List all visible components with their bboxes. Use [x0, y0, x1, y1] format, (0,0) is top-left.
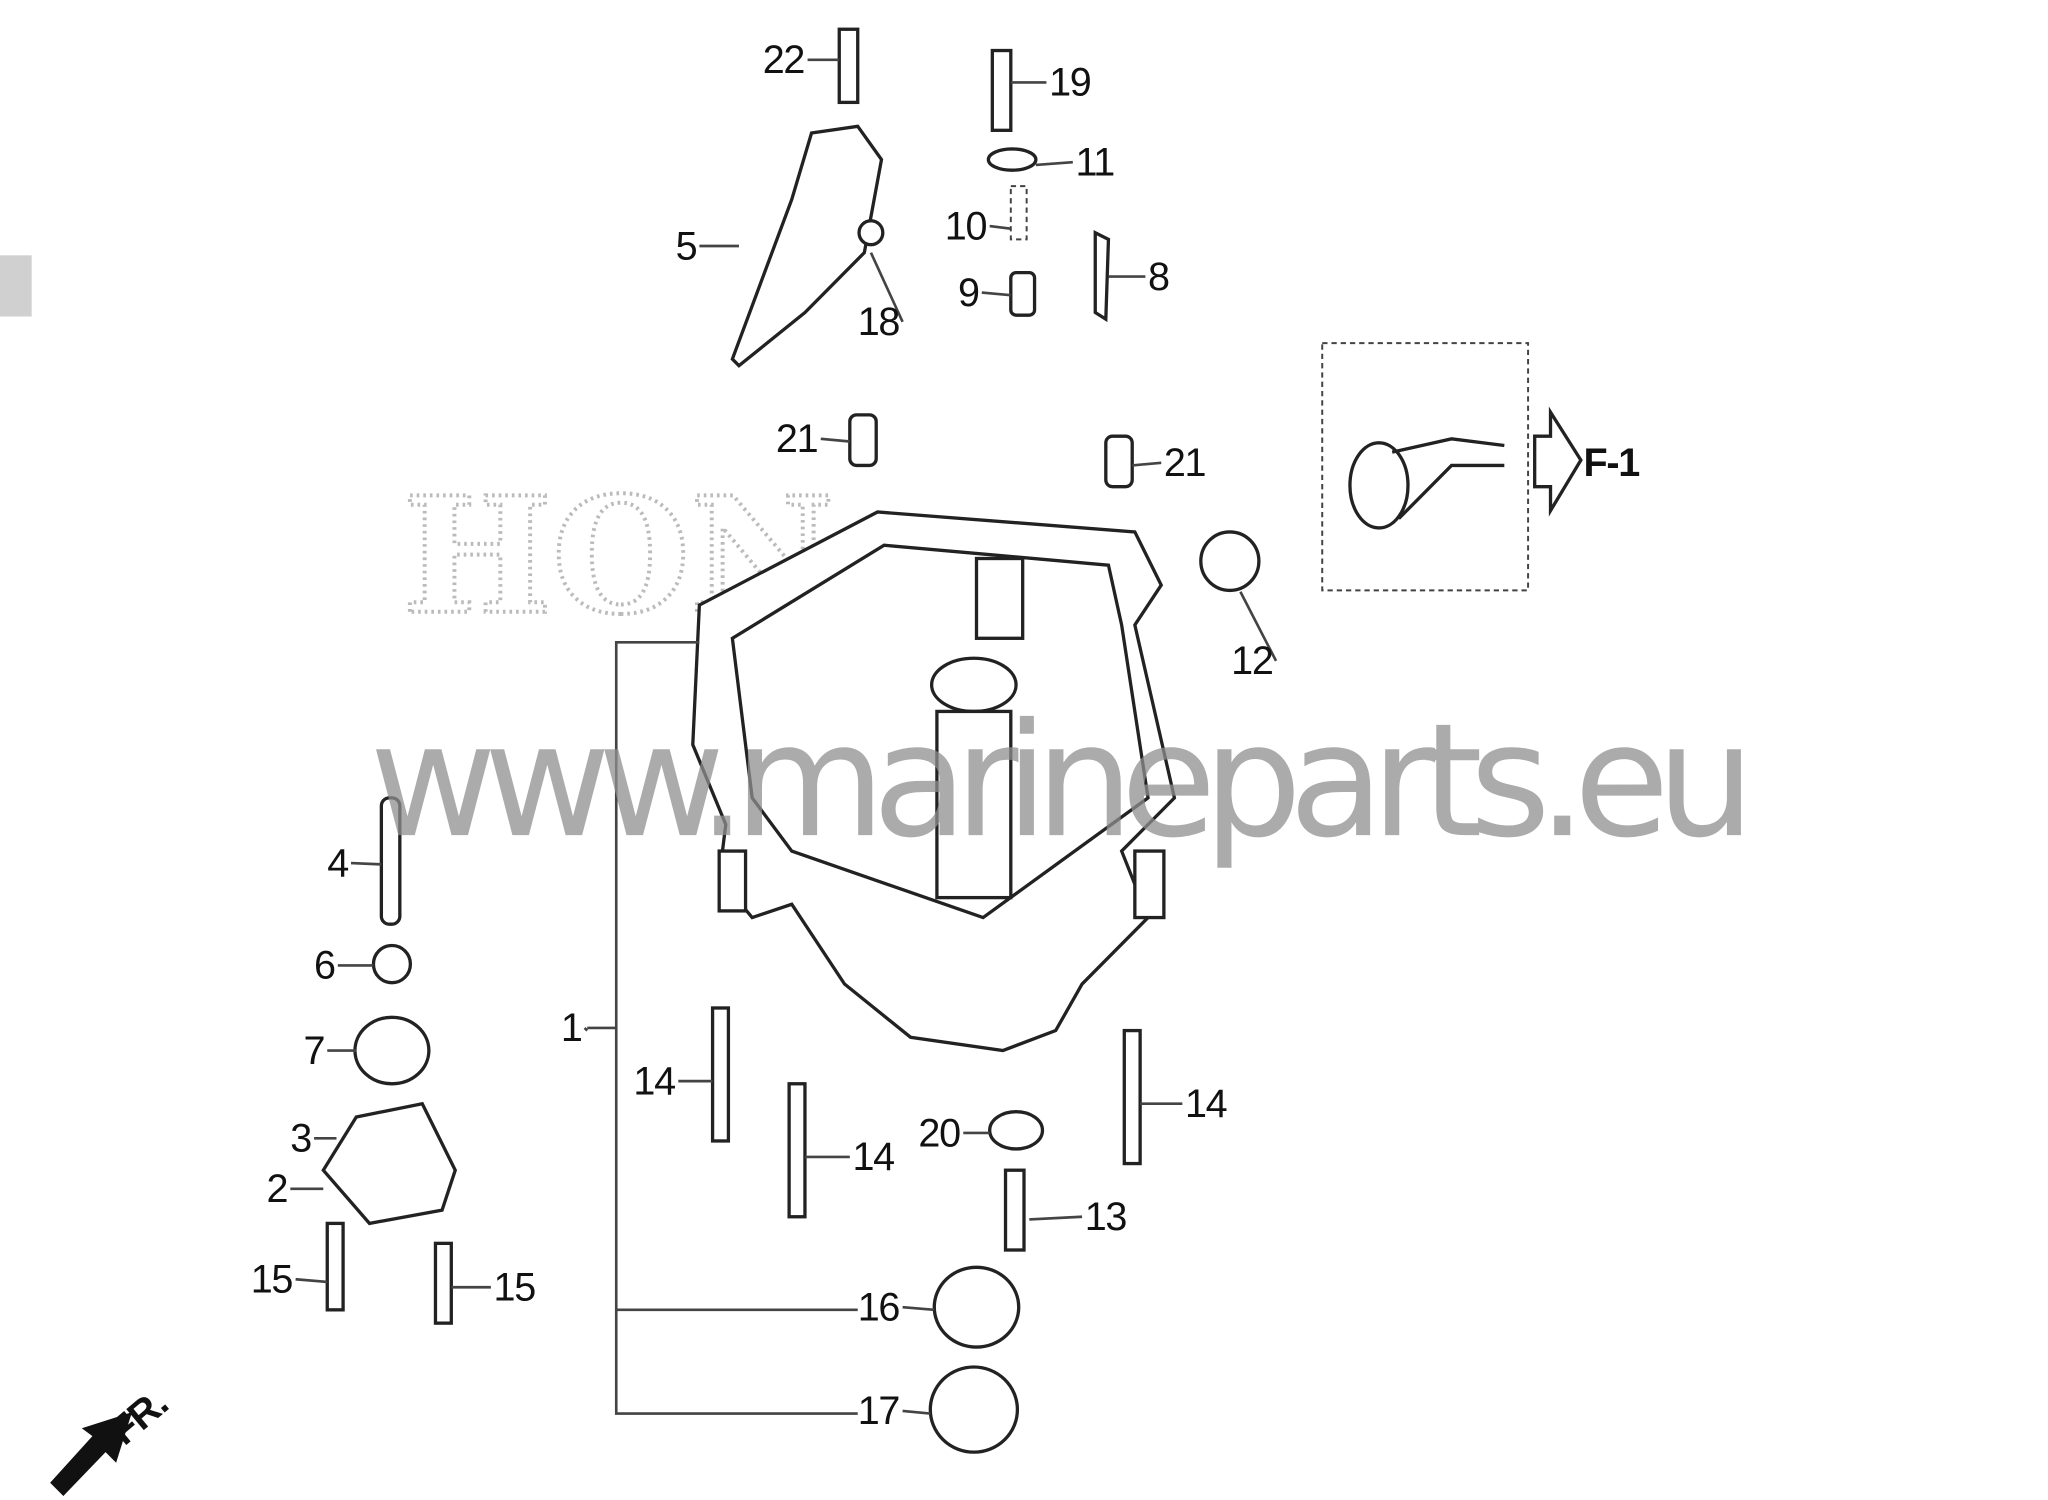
callout-22: 22 — [763, 38, 805, 82]
reference-box — [1321, 342, 1530, 592]
callout-14: 14 — [633, 1059, 675, 1103]
callout-21: 21 — [1164, 441, 1206, 485]
reference-label: F-1 — [1584, 441, 1640, 485]
callout-4: 4 — [327, 841, 348, 885]
bearing-17 — [928, 1365, 1020, 1454]
cover-2 — [321, 1101, 458, 1226]
assembly-bracket — [587, 640, 858, 1415]
callout-8: 8 — [1148, 255, 1169, 299]
callout-13: 13 — [1085, 1195, 1127, 1239]
nut-18 — [857, 219, 885, 247]
leader-line — [902, 1305, 935, 1312]
callout-1: 1 — [561, 1006, 582, 1050]
leader-lines — [290, 58, 1278, 1415]
spring-10 — [1009, 185, 1028, 241]
callout-9: 9 — [958, 271, 979, 315]
callout-7: 7 — [304, 1029, 325, 1073]
callout-6: 6 — [314, 944, 335, 988]
washer-20 — [988, 1110, 1045, 1151]
callout-16: 16 — [858, 1285, 900, 1329]
bolt-22 — [837, 27, 860, 105]
crankcase-cover — [691, 510, 1177, 1053]
callout-17: 17 — [858, 1389, 900, 1433]
callout-3: 3 — [290, 1116, 311, 1160]
oil-level-switch-12 — [1199, 530, 1261, 593]
shaft-4 — [379, 796, 402, 926]
dowel-21b — [1104, 434, 1134, 489]
leader-line — [1029, 1215, 1083, 1221]
gear-6 — [371, 943, 413, 985]
callout-10: 10 — [945, 204, 987, 248]
ball-9 — [1009, 270, 1037, 317]
reference-arrow-icon — [1533, 406, 1583, 517]
leader-line — [820, 437, 850, 443]
callout-11: 11 — [1075, 140, 1114, 184]
leader-line — [1132, 461, 1162, 467]
leader-line — [350, 861, 382, 866]
callout-5: 5 — [676, 224, 697, 268]
callout-18: 18 — [858, 300, 900, 344]
watermark: www.marineparts.eu — [369, 690, 1755, 873]
bolt-15a — [325, 1221, 345, 1312]
oil-filler-tube — [730, 124, 884, 368]
bolt-15b — [433, 1241, 453, 1325]
callout-19: 19 — [1049, 61, 1091, 105]
callout-21: 21 — [776, 417, 818, 461]
drain-bolt-13 — [1003, 1168, 1026, 1252]
callout-20: 20 — [918, 1111, 960, 1155]
callout-2: 2 — [267, 1167, 288, 1211]
bolt-14b — [787, 1082, 807, 1219]
leader-line — [295, 1277, 328, 1284]
gasket-8 — [1093, 230, 1111, 323]
dowel-21a — [848, 413, 878, 468]
side-marker — [0, 255, 32, 317]
leader-line — [981, 291, 1011, 297]
callout-14: 14 — [1185, 1082, 1227, 1126]
callout-15: 15 — [251, 1257, 293, 1301]
callout-15: 15 — [494, 1265, 536, 1309]
oil-seal-16 — [932, 1265, 1021, 1349]
plate-11 — [986, 147, 1038, 172]
leader-line — [989, 224, 1011, 231]
governor-7 — [353, 1015, 431, 1086]
leader-line — [583, 1026, 589, 1032]
leader-line — [1239, 591, 1278, 662]
leader-line — [902, 1409, 931, 1415]
bolt-19 — [990, 48, 1013, 132]
bolt-14a — [710, 1006, 731, 1143]
bolt-14c — [1122, 1028, 1142, 1166]
oil-sensor — [1348, 441, 1410, 530]
callout-14: 14 — [852, 1135, 894, 1179]
leader-line — [1035, 160, 1073, 167]
callout-12: 12 — [1231, 639, 1273, 683]
leader-line — [869, 252, 904, 323]
front-arrow-icon — [50, 1412, 132, 1497]
